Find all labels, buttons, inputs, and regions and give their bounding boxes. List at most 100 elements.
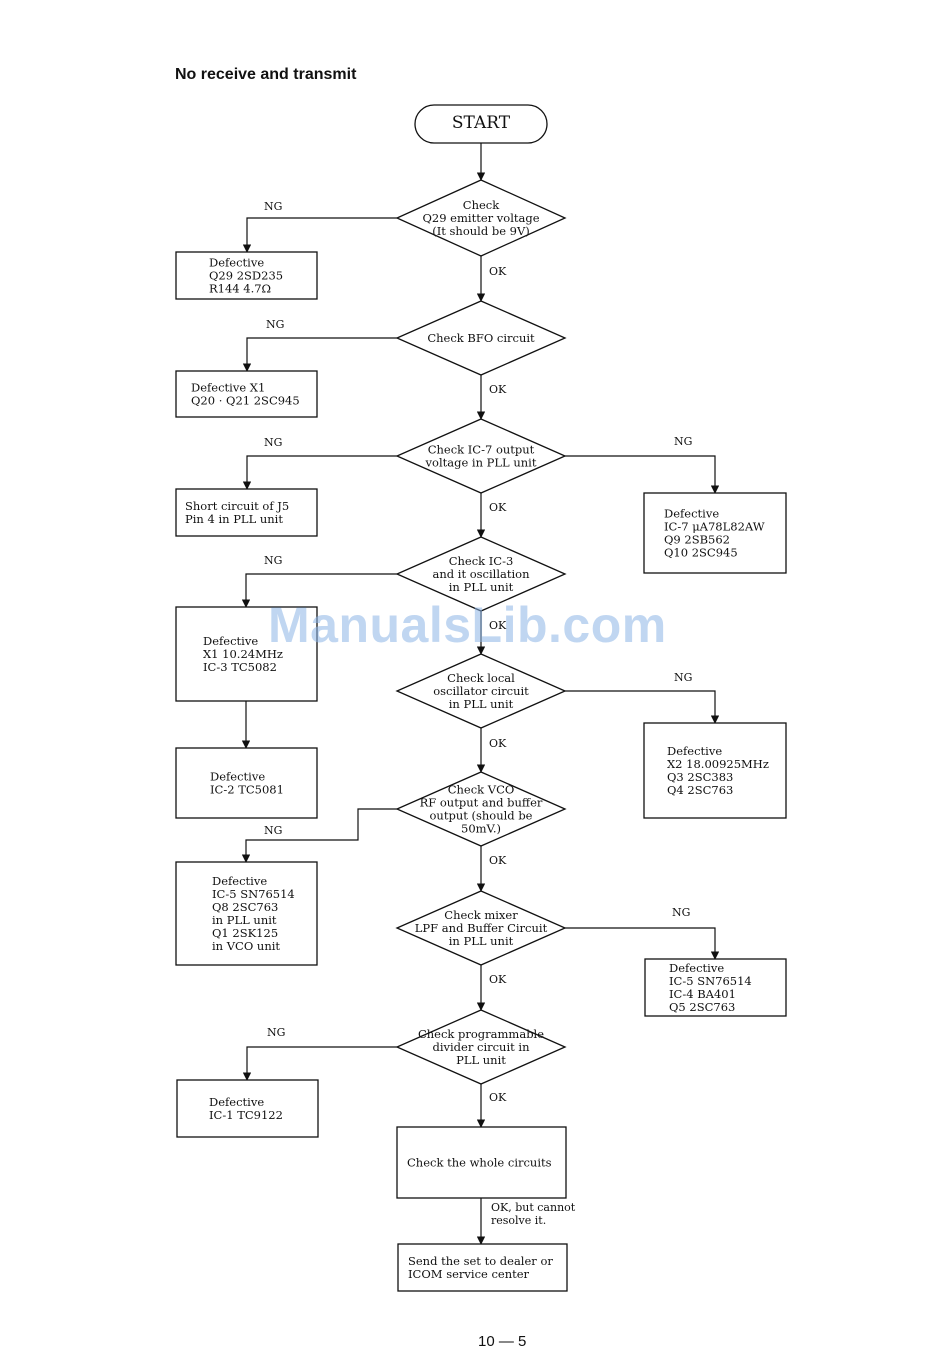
process-box-p2 <box>397 1243 568 1292</box>
node-text-b6: IC-5 SN76514 <box>212 887 295 901</box>
node-text-b5r: X2 18.00925MHz <box>667 757 769 771</box>
node-text-d3: Check IC-7 output <box>428 443 535 457</box>
node-text-b3r: Q10 2SC945 <box>664 546 738 560</box>
start-terminal <box>414 104 548 144</box>
node-text-p2: Send the set to dealer or <box>408 1254 553 1268</box>
node-text-d4: and it oscillation <box>432 567 530 581</box>
defective-box-b1 <box>175 251 318 300</box>
connector-lines <box>241 143 720 1245</box>
node-text-d6: output (should be <box>430 809 533 823</box>
ok-label: OK <box>489 619 507 632</box>
node-text-b4b: IC-2 TC5081 <box>210 783 284 797</box>
decision-d7 <box>395 890 567 966</box>
node-text-start: START <box>452 113 511 133</box>
ok-cannot-resolve-label: OK, but cannot <box>491 1201 576 1214</box>
defective-box-b3 <box>175 488 318 537</box>
node-text-b3r: IC-7 μA78L82AW <box>664 520 765 534</box>
connector-arrow-19 <box>565 927 720 960</box>
node-text-d6: 50mV.) <box>461 822 501 836</box>
decision-d4 <box>395 536 567 612</box>
node-text-b6: Q8 2SC763 <box>212 900 278 914</box>
defective-box-b7r <box>644 958 787 1017</box>
page-title: No receive and transmit <box>175 66 357 83</box>
connector-arrow-20 <box>242 1046 397 1081</box>
ok-label: OK <box>489 1091 507 1104</box>
ng-label: NG <box>672 906 690 919</box>
node-text-d2: Check BFO circuit <box>427 331 535 345</box>
defective-box-b4b <box>175 747 318 819</box>
defective-box-b8 <box>176 1079 319 1138</box>
node-text-d5: in PLL unit <box>449 697 514 711</box>
node-text-p1: Check the whole circuits <box>407 1156 552 1170</box>
node-text-b6: in VCO unit <box>212 939 280 953</box>
node-text-d8: PLL unit <box>456 1053 506 1067</box>
ng-label: NG <box>264 554 282 567</box>
node-text-b4: IC-3 TC5082 <box>203 660 277 674</box>
decision-d3 <box>395 418 567 494</box>
node-text-b4: Defective <box>203 634 258 648</box>
ng-label: NG <box>674 435 692 448</box>
ok-label: OK <box>489 973 507 986</box>
defective-box-b4 <box>175 606 318 702</box>
flowchart-shapes <box>175 104 787 1292</box>
node-text-b7r: IC-5 SN76514 <box>669 974 752 988</box>
ok-label: OK <box>489 383 507 396</box>
process-box-p1 <box>396 1126 567 1199</box>
node-text-b1: Q29 2SD235 <box>209 269 283 283</box>
decision-d1 <box>395 179 567 257</box>
ng-label: NG <box>264 200 282 213</box>
defective-box-b2 <box>175 370 318 418</box>
node-text-b8: IC-1 TC9122 <box>209 1108 283 1122</box>
connector-arrow-11 <box>242 217 397 253</box>
node-text-b6: in PLL unit <box>212 913 277 927</box>
node-text-b4b: Defective <box>210 770 265 784</box>
node-text-p2: ICOM service center <box>408 1267 530 1281</box>
ng-label: NG <box>267 1026 285 1039</box>
connector-arrow-18 <box>241 808 397 863</box>
decision-d8 <box>395 1009 567 1085</box>
ng-label: NG <box>266 318 284 331</box>
connector-arrow-17 <box>565 690 720 724</box>
ok-label: OK <box>489 265 507 278</box>
node-text-b7r: IC-4 BA401 <box>669 987 736 1001</box>
node-text-d1: Check <box>463 198 500 212</box>
connector-arrow-15 <box>241 573 397 608</box>
node-text-b3: Pin 4 in PLL unit <box>185 512 283 526</box>
node-text-b2: Q20 · Q21 2SC945 <box>191 394 300 408</box>
connector-arrow-12 <box>242 337 397 372</box>
ng-label: NG <box>264 436 282 449</box>
node-text-b5r: Q3 2SC383 <box>667 770 733 784</box>
decision-d6 <box>395 771 567 847</box>
node-text-d1: (It should be 9V) <box>432 224 530 238</box>
node-text-b7r: Q5 2SC763 <box>669 1000 735 1014</box>
defective-box-b6 <box>175 861 318 966</box>
node-text-d4: Check IC-3 <box>449 554 514 568</box>
node-text-b3: Short circuit of J5 <box>185 499 289 513</box>
decision-d5 <box>395 653 567 729</box>
node-text-b1: R144 4.7Ω <box>209 282 271 296</box>
connector-arrow-13 <box>242 455 397 490</box>
node-text-b3r: Defective <box>664 507 719 521</box>
node-text-d7: in PLL unit <box>449 934 514 948</box>
node-text-b5r: Defective <box>667 744 722 758</box>
node-text-d6: Check VCO <box>448 783 515 797</box>
defective-box-b3r <box>643 492 787 574</box>
node-text-d7: LPF and Buffer Circuit <box>415 921 548 935</box>
ng-label: NG <box>674 671 692 684</box>
ok-cannot-resolve-label: resolve it. <box>491 1214 546 1227</box>
node-text-b4: X1 10.24MHz <box>203 647 283 661</box>
node-text-d3: voltage in PLL unit <box>425 456 537 470</box>
ok-label: OK <box>489 501 507 514</box>
watermark: ManualsLib.com <box>268 597 667 653</box>
node-text-d8: Check programmable <box>418 1027 544 1041</box>
node-text-b8: Defective <box>209 1095 264 1109</box>
node-text-b6: Q1 2SK125 <box>212 926 278 940</box>
node-text-d8: divider circuit in <box>432 1040 530 1054</box>
defective-box-b5r <box>643 722 787 819</box>
node-text-d7: Check mixer <box>444 908 518 922</box>
node-text-b2: Defective X1 <box>191 381 265 395</box>
ng-label: NG <box>264 824 282 837</box>
node-text-b3r: Q9 2SB562 <box>664 533 730 547</box>
node-text-d4: in PLL unit <box>449 580 514 594</box>
page-number: 10 — 5 <box>478 1333 527 1350</box>
